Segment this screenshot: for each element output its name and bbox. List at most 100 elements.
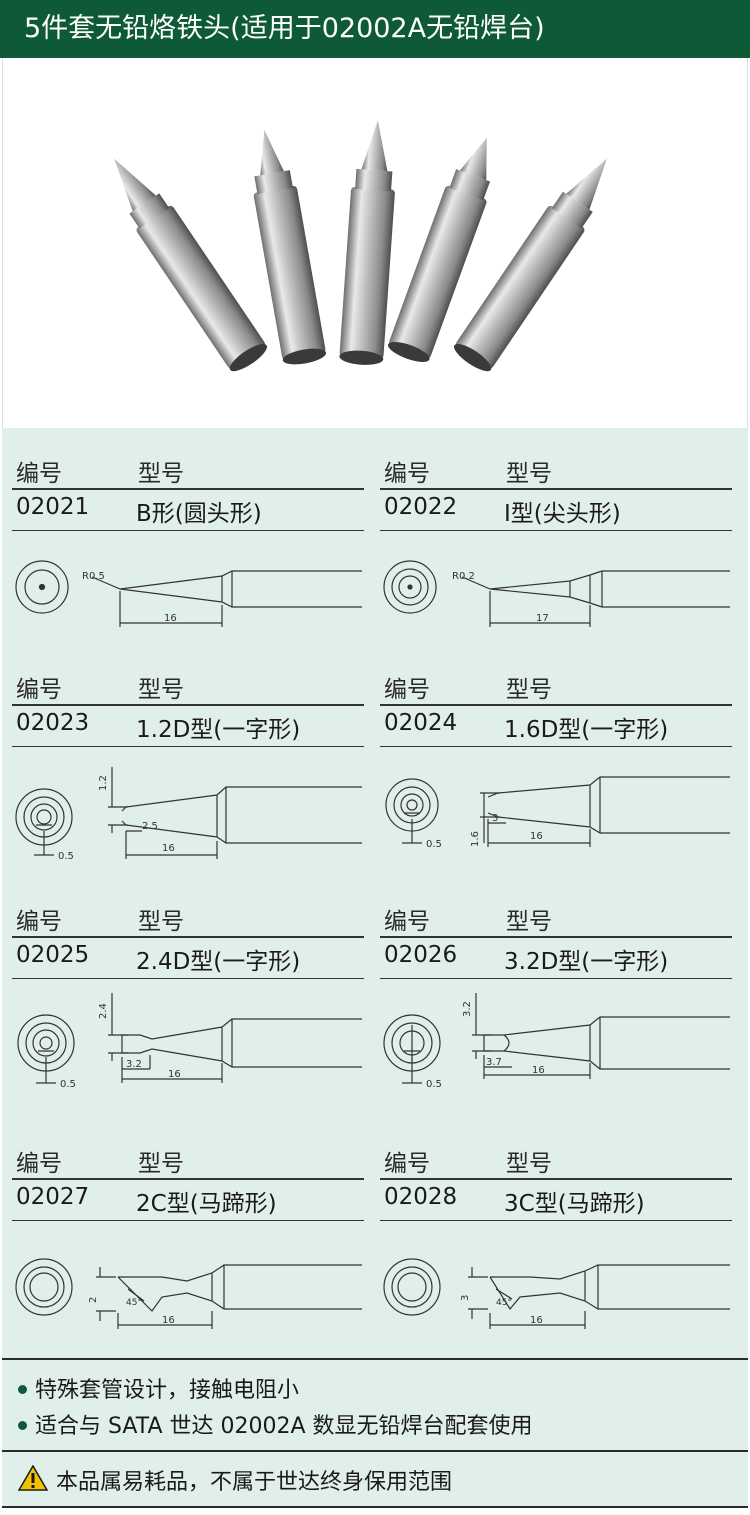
tip-drawing: 0.5 1.6 3 16	[385, 776, 730, 850]
code-header: 编号	[384, 1151, 430, 1177]
tip-image-4	[387, 137, 491, 362]
spec-cell-02028: 编号 型号 02028 3C型(马蹄形) 45° 3 16	[380, 1138, 732, 1351]
dim-thickness: 2	[88, 1297, 99, 1303]
tip-image-2	[253, 129, 327, 365]
tip-image-5	[454, 158, 607, 372]
tip-drawing: 45° 2 16	[15, 1258, 362, 1329]
spec-cell-02027: 编号 型号 02027 2C型(马蹄形) 45° 2 16	[12, 1138, 364, 1351]
warning-notice: 本品属易耗品，不属于世达终身保用范围	[2, 1450, 748, 1508]
code-header: 编号	[16, 461, 62, 487]
spec-cell-02023: 编号 型号 02023 1.2D型(一字形) 0.5 1.2 2.5 16	[12, 664, 364, 877]
product-type: 3C型(马蹄形)	[504, 1191, 645, 1217]
type-header: 型号	[138, 1151, 184, 1177]
product-type: 3.2D型(一字形)	[504, 949, 669, 975]
product-code: 02024	[384, 710, 458, 736]
product-type: B形(圆头形)	[136, 501, 262, 527]
feature-text: 适合与 SATA 世达 02002A 数显无铅焊台配套使用	[35, 1414, 533, 1439]
dim-length: 16	[532, 1065, 545, 1076]
dim-length: 16	[162, 843, 175, 854]
product-type: 1.2D型(一字形)	[136, 717, 301, 743]
divider	[12, 1220, 364, 1221]
product-code: 02023	[16, 710, 90, 736]
type-header: 型号	[506, 461, 552, 487]
product-code: 02027	[16, 1184, 90, 1210]
product-photo	[2, 58, 748, 428]
code-header: 编号	[384, 461, 430, 487]
code-header: 编号	[16, 1151, 62, 1177]
dim-edge: 0.5	[426, 839, 442, 850]
divider	[12, 978, 364, 979]
dim-tip-width: 3	[492, 813, 498, 824]
spec-cell-02022: 编号 型号 02022 I型(尖头形) R0.2 17	[380, 448, 732, 641]
dim-thickness: 1.6	[470, 831, 481, 847]
type-header: 型号	[138, 677, 184, 703]
bullet-dot-icon	[18, 1384, 27, 1394]
dim-tip-width: 3.7	[486, 1057, 502, 1068]
divider	[12, 936, 364, 938]
dim-radius: R0.2	[452, 571, 475, 582]
divider	[380, 488, 732, 490]
bullet-dot-icon	[18, 1420, 27, 1430]
feature-list: 特殊套管设计，接触电阻小 适合与 SATA 世达 02002A 数显无铅焊台配套…	[2, 1358, 748, 1452]
warning-text: 本品属易耗品，不属于世达终身保用范围	[56, 1470, 453, 1495]
type-header: 型号	[506, 1151, 552, 1177]
divider	[12, 530, 364, 531]
tip-drawing: 0.5 2.4 3.2 16	[17, 993, 362, 1090]
feature-text: 特殊套管设计，接触电阻小	[35, 1378, 300, 1403]
product-type: I型(尖头形)	[504, 501, 621, 527]
divider	[380, 978, 732, 979]
dim-edge: 0.5	[58, 851, 74, 862]
product-code: 02028	[384, 1184, 458, 1210]
product-type: 1.6D型(一字形)	[504, 717, 669, 743]
divider	[12, 704, 364, 706]
dim-radius: R0.5	[82, 571, 105, 582]
dim-length: 17	[536, 613, 549, 624]
dim-thickness: 3	[460, 1295, 471, 1301]
dim-edge: 0.5	[60, 1079, 76, 1090]
page-title: 5件套无铅烙铁头(适用于02002A无铅焊台)	[0, 0, 750, 58]
dim-tip-width: 2.5	[142, 821, 158, 832]
spec-cell-02026: 编号 型号 02026 3.2D型(一字形) 0.5 3.2 3.7 16	[380, 896, 732, 1109]
product-code: 02022	[384, 494, 458, 520]
divider	[12, 746, 364, 747]
divider	[12, 488, 364, 490]
tip-image-1	[114, 158, 267, 372]
tip-drawing: R0.5 16	[15, 560, 362, 627]
divider	[380, 746, 732, 747]
dim-angle: 45°	[126, 1298, 142, 1308]
dim-length: 16	[168, 1069, 181, 1080]
divider	[380, 1178, 732, 1180]
dim-angle: 45°	[496, 1298, 512, 1308]
divider	[380, 1220, 732, 1221]
divider	[12, 1178, 364, 1180]
dim-thickness: 3.2	[462, 1001, 473, 1017]
dim-thickness: 1.2	[98, 775, 109, 791]
tip-drawing: 0.5 3.2 3.7 16	[383, 993, 730, 1090]
dim-length: 16	[530, 1315, 543, 1326]
tip-drawing: 0.5 1.2 2.5 16	[15, 767, 362, 862]
dim-thickness: 2.4	[98, 1003, 109, 1019]
tip-drawing: R0.2 17	[383, 560, 730, 627]
type-header: 型号	[506, 909, 552, 935]
code-header: 编号	[16, 677, 62, 703]
type-header: 型号	[138, 461, 184, 487]
product-code: 02021	[16, 494, 90, 520]
dim-length: 16	[162, 1315, 175, 1326]
type-header: 型号	[506, 677, 552, 703]
product-code: 02026	[384, 942, 458, 968]
code-header: 编号	[384, 909, 430, 935]
product-code: 02025	[16, 942, 90, 968]
dim-tip-width: 3.2	[126, 1059, 142, 1070]
product-type: 2C型(马蹄形)	[136, 1191, 277, 1217]
tip-drawing: 45° 3 16	[383, 1258, 730, 1329]
type-header: 型号	[138, 909, 184, 935]
dim-edge: 0.5	[426, 1079, 442, 1090]
dim-length: 16	[164, 613, 177, 624]
code-header: 编号	[16, 909, 62, 935]
divider	[380, 936, 732, 938]
feature-item: 特殊套管设计，接触电阻小	[18, 1372, 299, 1404]
